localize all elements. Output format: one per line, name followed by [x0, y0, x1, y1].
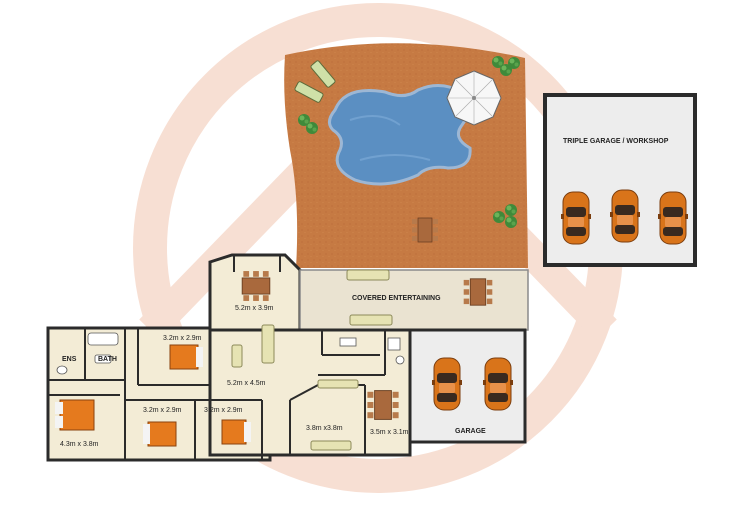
room-label-living: 5.2m x 4.5m — [227, 380, 266, 387]
room-label-covered: COVERED ENTERTAINING — [352, 295, 441, 302]
bed-icon — [55, 344, 251, 447]
house — [46, 253, 529, 462]
car-icon — [560, 189, 689, 245]
umbrella-icon — [446, 70, 502, 126]
room-label-bed3: 3.2m x 2.9m — [204, 407, 243, 414]
sofa-icon — [231, 269, 393, 451]
room-label-bed4: 3.2m x 2.9m — [163, 335, 202, 342]
room-label-bath: BATH — [98, 356, 117, 363]
room-label-meals: 3.5m x 3.1m — [370, 429, 409, 436]
room-label-family: 3.8m x3.8m — [306, 425, 343, 432]
room-label-garage: GARAGE — [455, 428, 486, 435]
room-label-ens: ENS — [62, 356, 77, 363]
dining-set-icon — [411, 217, 439, 243]
room-label-dining: 5.2m x 3.9m — [235, 305, 274, 312]
room-label-triple: TRIPLE GARAGE / WORKSHOP — [563, 138, 669, 145]
room-label-master: 4.3m x 3.8m — [60, 441, 99, 448]
sunlounger-icon — [294, 60, 336, 103]
room-label-bed2: 3.2m x 2.9m — [143, 407, 182, 414]
